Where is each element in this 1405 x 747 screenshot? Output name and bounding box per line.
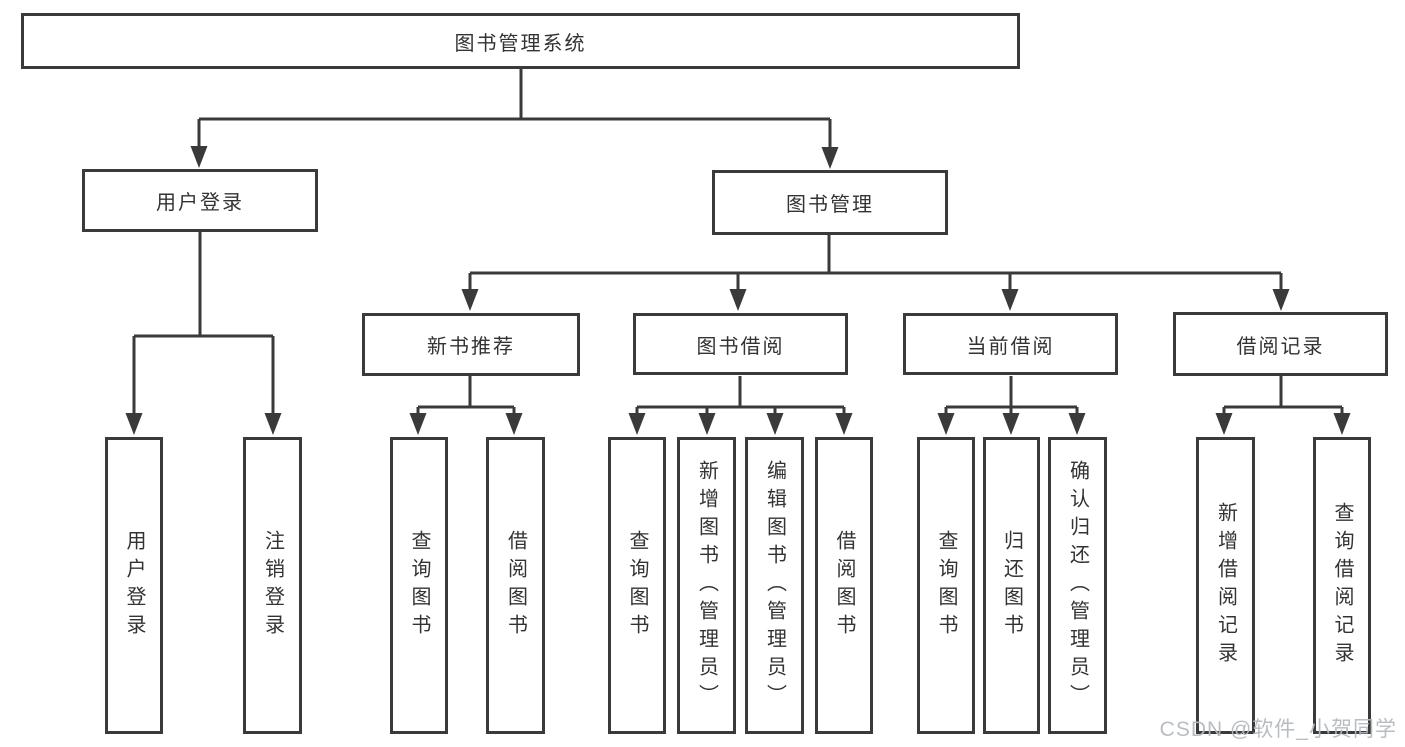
node-book-management: 图书管理 bbox=[712, 170, 948, 235]
leaf-query-book-borrowing: 查询图书 bbox=[608, 437, 666, 734]
leaf-user-login: 用户登录 bbox=[105, 437, 163, 734]
leaf-borrow-book-borrowing: 借阅图书 bbox=[815, 437, 873, 734]
leaf-add-borrow-record: 新增借阅记录 bbox=[1196, 437, 1255, 734]
leaf-logout: 注销登录 bbox=[243, 437, 302, 734]
node-user-login: 用户登录 bbox=[82, 169, 318, 232]
leaf-confirm-return-admin: 确认归还（管理员） bbox=[1048, 437, 1107, 734]
node-book-borrowing: 图书借阅 bbox=[633, 313, 848, 375]
node-new-book-recommend: 新书推荐 bbox=[362, 313, 580, 376]
leaf-query-borrow-record: 查询借阅记录 bbox=[1313, 437, 1371, 734]
leaf-add-book-admin: 新增图书（管理员） bbox=[677, 437, 736, 734]
leaf-query-book-current: 查询图书 bbox=[917, 437, 975, 734]
arrowheads bbox=[125, 146, 1351, 435]
leaf-return-book: 归还图书 bbox=[983, 437, 1040, 734]
node-borrow-records: 借阅记录 bbox=[1173, 312, 1388, 376]
leaf-edit-book-admin: 编辑图书（管理员） bbox=[745, 437, 804, 734]
leaf-query-book-recommend: 查询图书 bbox=[390, 437, 448, 734]
watermark: CSDN @软件_小贺同学 bbox=[1159, 718, 1397, 741]
node-current-borrowing: 当前借阅 bbox=[903, 313, 1118, 375]
node-root: 图书管理系统 bbox=[21, 13, 1020, 69]
leaf-borrow-book-recommend: 借阅图书 bbox=[486, 437, 545, 734]
